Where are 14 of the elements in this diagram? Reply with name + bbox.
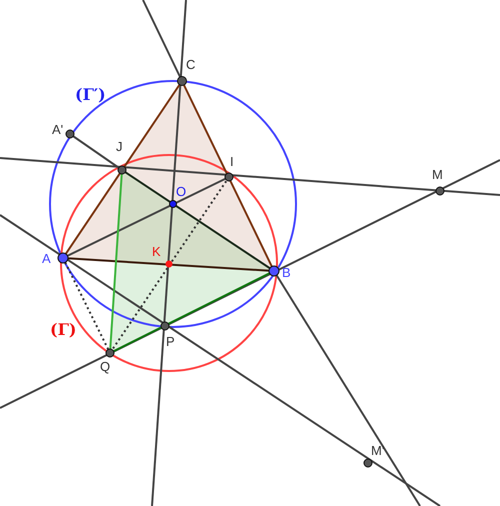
point-label: M' — [371, 444, 384, 457]
circle-label: (Γ′) — [75, 87, 106, 103]
point-label: P — [166, 335, 175, 348]
point-label: I — [230, 155, 234, 168]
point-label: O — [176, 185, 186, 198]
point-label: A — [42, 252, 51, 265]
point-label: C — [186, 58, 196, 71]
point-label: A' — [52, 123, 64, 136]
circle-label: (Γ) — [50, 322, 76, 338]
point-label: M — [432, 168, 443, 181]
point-label: Q — [100, 360, 110, 373]
point-label: B — [282, 266, 291, 279]
point-label: K — [152, 245, 161, 258]
point-label: J — [116, 140, 122, 153]
